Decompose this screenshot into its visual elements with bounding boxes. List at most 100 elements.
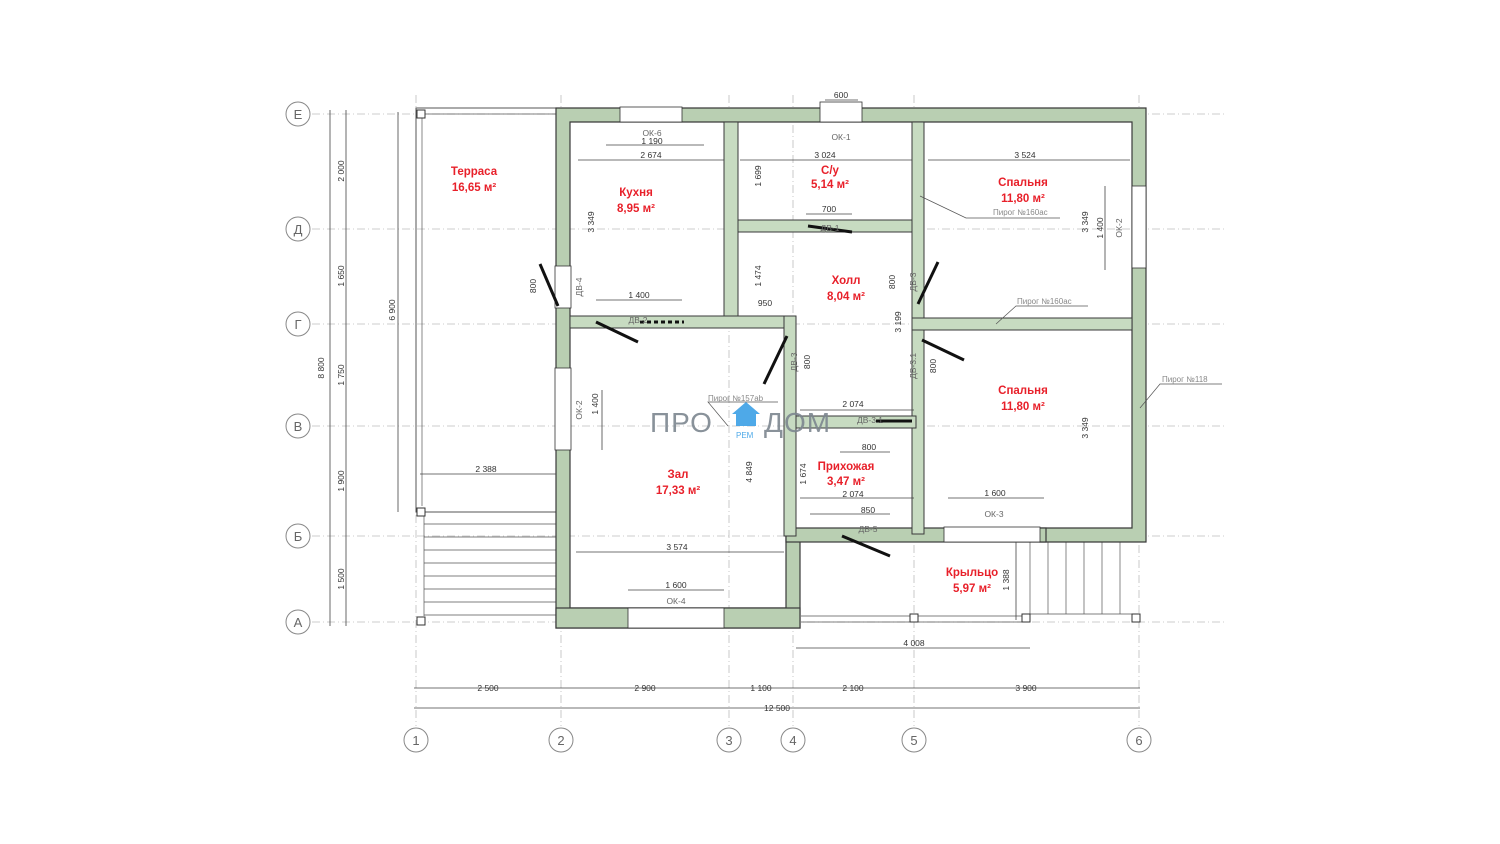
dim-text: 850	[861, 505, 875, 515]
room-name: Прихожая	[818, 461, 875, 473]
dim-text: 950	[758, 298, 772, 308]
dim-text: 3 024	[814, 150, 836, 160]
dim-text: 3 199	[893, 311, 903, 333]
pirog-leaders	[707, 195, 1222, 427]
room-name: Зал	[668, 469, 689, 481]
pirog-label: Пирог №157аb	[708, 394, 764, 403]
pirog-label: Пирог №160ас	[1017, 297, 1072, 306]
inner-walls	[569, 121, 1133, 537]
dim-text: 4 008	[903, 638, 925, 648]
dimension-lines	[329, 99, 1140, 709]
room-area: 17,33 м²	[656, 485, 700, 497]
row-axis-markers: Е Д Г В Б А	[285, 101, 311, 635]
dim-text: 2 388	[475, 464, 497, 474]
dim-text: 2 900	[634, 683, 656, 693]
opening-tag: ОК-2	[574, 400, 584, 419]
opening-tag: ОК-6	[642, 128, 661, 138]
porch-outline	[801, 536, 1141, 623]
logo-text-left: ПРО	[650, 407, 713, 438]
room-name: Терраса	[451, 166, 498, 178]
dim-text: 1 400	[590, 393, 600, 415]
dim-text: 800	[528, 279, 538, 293]
opening-tag: ДВ-5	[859, 524, 878, 534]
pirog-label: Пирог №118	[1162, 375, 1208, 384]
opening-tag: ДВ-3	[789, 352, 799, 371]
axis-row-label: А	[294, 615, 303, 630]
opening-tag: ОК-2	[1114, 218, 1124, 237]
dim-text: 1 500	[336, 568, 346, 590]
dim-text: 2 074	[842, 399, 864, 409]
opening-tag: ОК-1	[831, 132, 850, 142]
axis-row-label: Б	[294, 529, 303, 544]
dim-text: 700	[822, 204, 836, 214]
opening-tag: ОК-3	[984, 509, 1003, 519]
room-name: Кухня	[619, 187, 653, 199]
house-icon	[732, 402, 760, 426]
room-area: 11,80 м²	[1001, 401, 1045, 413]
dim-text: 2 074	[842, 489, 864, 499]
room-name: С/у	[821, 165, 840, 177]
dim-text: 3 349	[1080, 211, 1090, 233]
axis-col-label: 3	[725, 733, 732, 748]
dimension-texts: 600 1 190 2 674 3 024 3 524 1 699 3 349 …	[316, 90, 1105, 713]
axis-col-label: 2	[557, 733, 564, 748]
opening-tag: ДВ-4	[574, 277, 584, 296]
logo-sub: РЕМ	[736, 431, 754, 440]
dim-text: 1 400	[1095, 217, 1105, 239]
opening-tag: ДВ-3	[908, 272, 918, 291]
room-area: 5,14 м²	[811, 179, 849, 191]
dim-text: 1 750	[336, 364, 346, 386]
dim-text: 1 400	[628, 290, 650, 300]
axis-col-label: 5	[910, 733, 917, 748]
dim-text: 800	[928, 359, 938, 373]
room-area: 3,47 м²	[827, 476, 865, 488]
dim-text: 800	[802, 355, 812, 369]
dim-text: 800	[887, 275, 897, 289]
col-axis-markers: 1 2 3 4 5 6	[403, 727, 1152, 753]
room-area: 8,04 м²	[827, 291, 865, 303]
dim-text: 2 000	[336, 160, 346, 182]
room-name: Спальня	[998, 385, 1048, 397]
dim-text: 1 650	[336, 265, 346, 287]
axis-row-label: В	[294, 419, 303, 434]
dim-text: 2 500	[477, 683, 499, 693]
dim-text: 800	[862, 442, 876, 452]
axis-col-label: 6	[1135, 733, 1142, 748]
windows	[554, 101, 1147, 629]
room-area: 8,95 м²	[617, 203, 655, 215]
dim-text: 1 100	[750, 683, 772, 693]
dim-text: 3 574	[666, 542, 688, 552]
dim-text: 3 524	[1014, 150, 1036, 160]
room-name: Крыльцо	[946, 567, 998, 579]
room-area: 5,97 м²	[953, 583, 991, 595]
dim-text: 1 699	[753, 165, 763, 187]
dim-text: 3 900	[1015, 683, 1037, 693]
axis-col-label: 4	[789, 733, 796, 748]
logo-text-right: ДОМ	[764, 407, 831, 438]
dim-text: 1 600	[984, 488, 1006, 498]
dim-text: 1 388	[1001, 569, 1011, 591]
dim-text: 1 190	[641, 136, 663, 146]
doors	[538, 224, 965, 558]
outer-walls	[555, 107, 1147, 629]
opening-tag: ДВ-2	[629, 315, 648, 325]
room-labels: Терраса 16,65 м² Кухня 8,95 м² С/у 5,14 …	[451, 165, 1048, 595]
dim-text: 600	[834, 90, 848, 100]
opening-tags: ОК-6 ОК-1 ОК-2 ДВ-1 ДВ-4 ДВ-2 ДВ-3 ДВ-3 …	[574, 128, 1124, 606]
dim-text: 6 900	[387, 299, 397, 321]
room-area: 11,80 м²	[1001, 193, 1045, 205]
dim-text: 3 349	[586, 211, 596, 233]
dim-text: 8 800	[316, 357, 326, 379]
dim-text: 2 100	[842, 683, 864, 693]
room-name: Спальня	[998, 177, 1048, 189]
dim-text: 2 674	[640, 150, 662, 160]
room-area: 16,65 м²	[452, 182, 496, 194]
dim-text: 3 349	[1080, 417, 1090, 439]
dim-text: 1 674	[798, 463, 808, 485]
watermark-logo: ПРО РЕМ ДОМ	[650, 402, 831, 440]
opening-tag: ОК-4	[666, 596, 685, 606]
dim-text: 1 600	[665, 580, 687, 590]
dim-text: 1 900	[336, 470, 346, 492]
dim-text: 4 849	[744, 461, 754, 483]
